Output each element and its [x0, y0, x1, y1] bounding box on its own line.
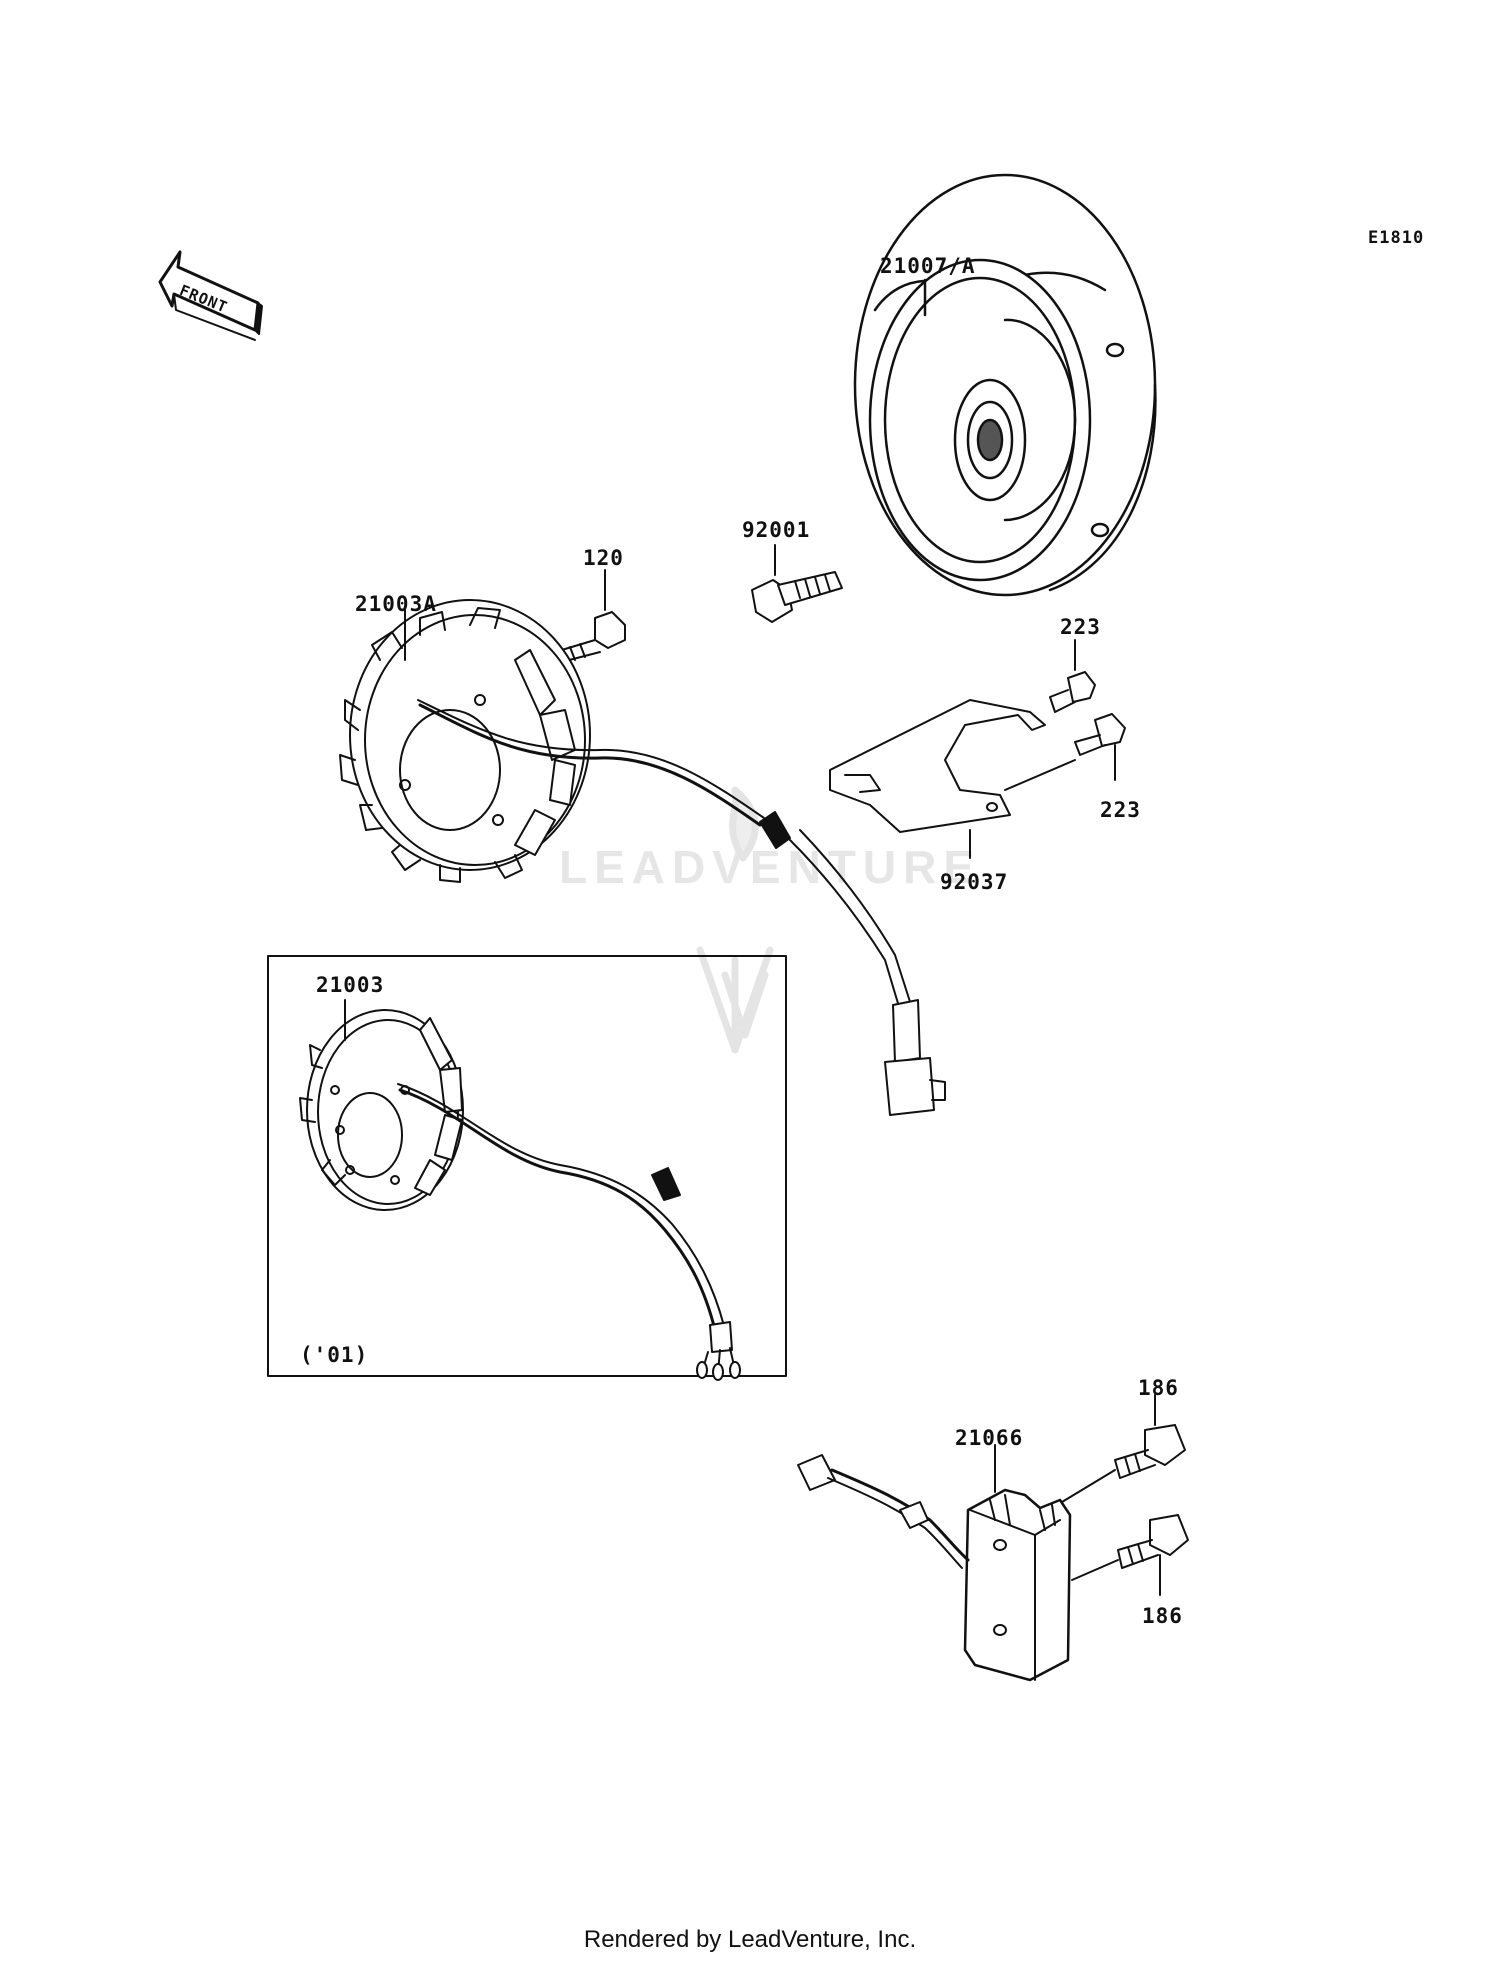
watermark-logo: [696, 786, 774, 1054]
flywheel-rotor-drawing: [853, 173, 1157, 597]
front-arrow: [158, 250, 263, 341]
part-label-92037[interactable]: 92037: [940, 870, 1009, 894]
part-label-186-upper[interactable]: 186: [1138, 1376, 1179, 1400]
footer-credit: Rendered by LeadVenture, Inc.: [583, 1926, 917, 1953]
regulator-21066-drawing: [797, 1394, 1189, 1682]
inset-box-21003: [267, 955, 787, 1381]
watermark-text: LEADVENTURE: [558, 841, 982, 893]
part-label-223-lower[interactable]: 223: [1100, 798, 1141, 822]
part-label-21003a[interactable]: 21003A: [355, 592, 437, 616]
part-label-21066[interactable]: 21066: [955, 1426, 1024, 1450]
part-label-21007-a[interactable]: 21007/A: [880, 254, 976, 278]
bracket-92037-drawing: [829, 639, 1126, 859]
bolt-120-drawing: [519, 569, 626, 673]
stator-21003a-drawing: [339, 599, 946, 1116]
part-label-186-lower[interactable]: 186: [1142, 1604, 1183, 1628]
bolt-92001-drawing: [751, 544, 843, 623]
part-label-92001[interactable]: 92001: [742, 518, 811, 542]
part-label-21003[interactable]: 21003: [316, 973, 385, 997]
part-label-223-upper[interactable]: 223: [1060, 615, 1101, 639]
diagram-code: E1810: [1368, 228, 1425, 248]
part-label-120[interactable]: 120: [583, 546, 624, 570]
inset-note: ('01): [300, 1343, 369, 1367]
